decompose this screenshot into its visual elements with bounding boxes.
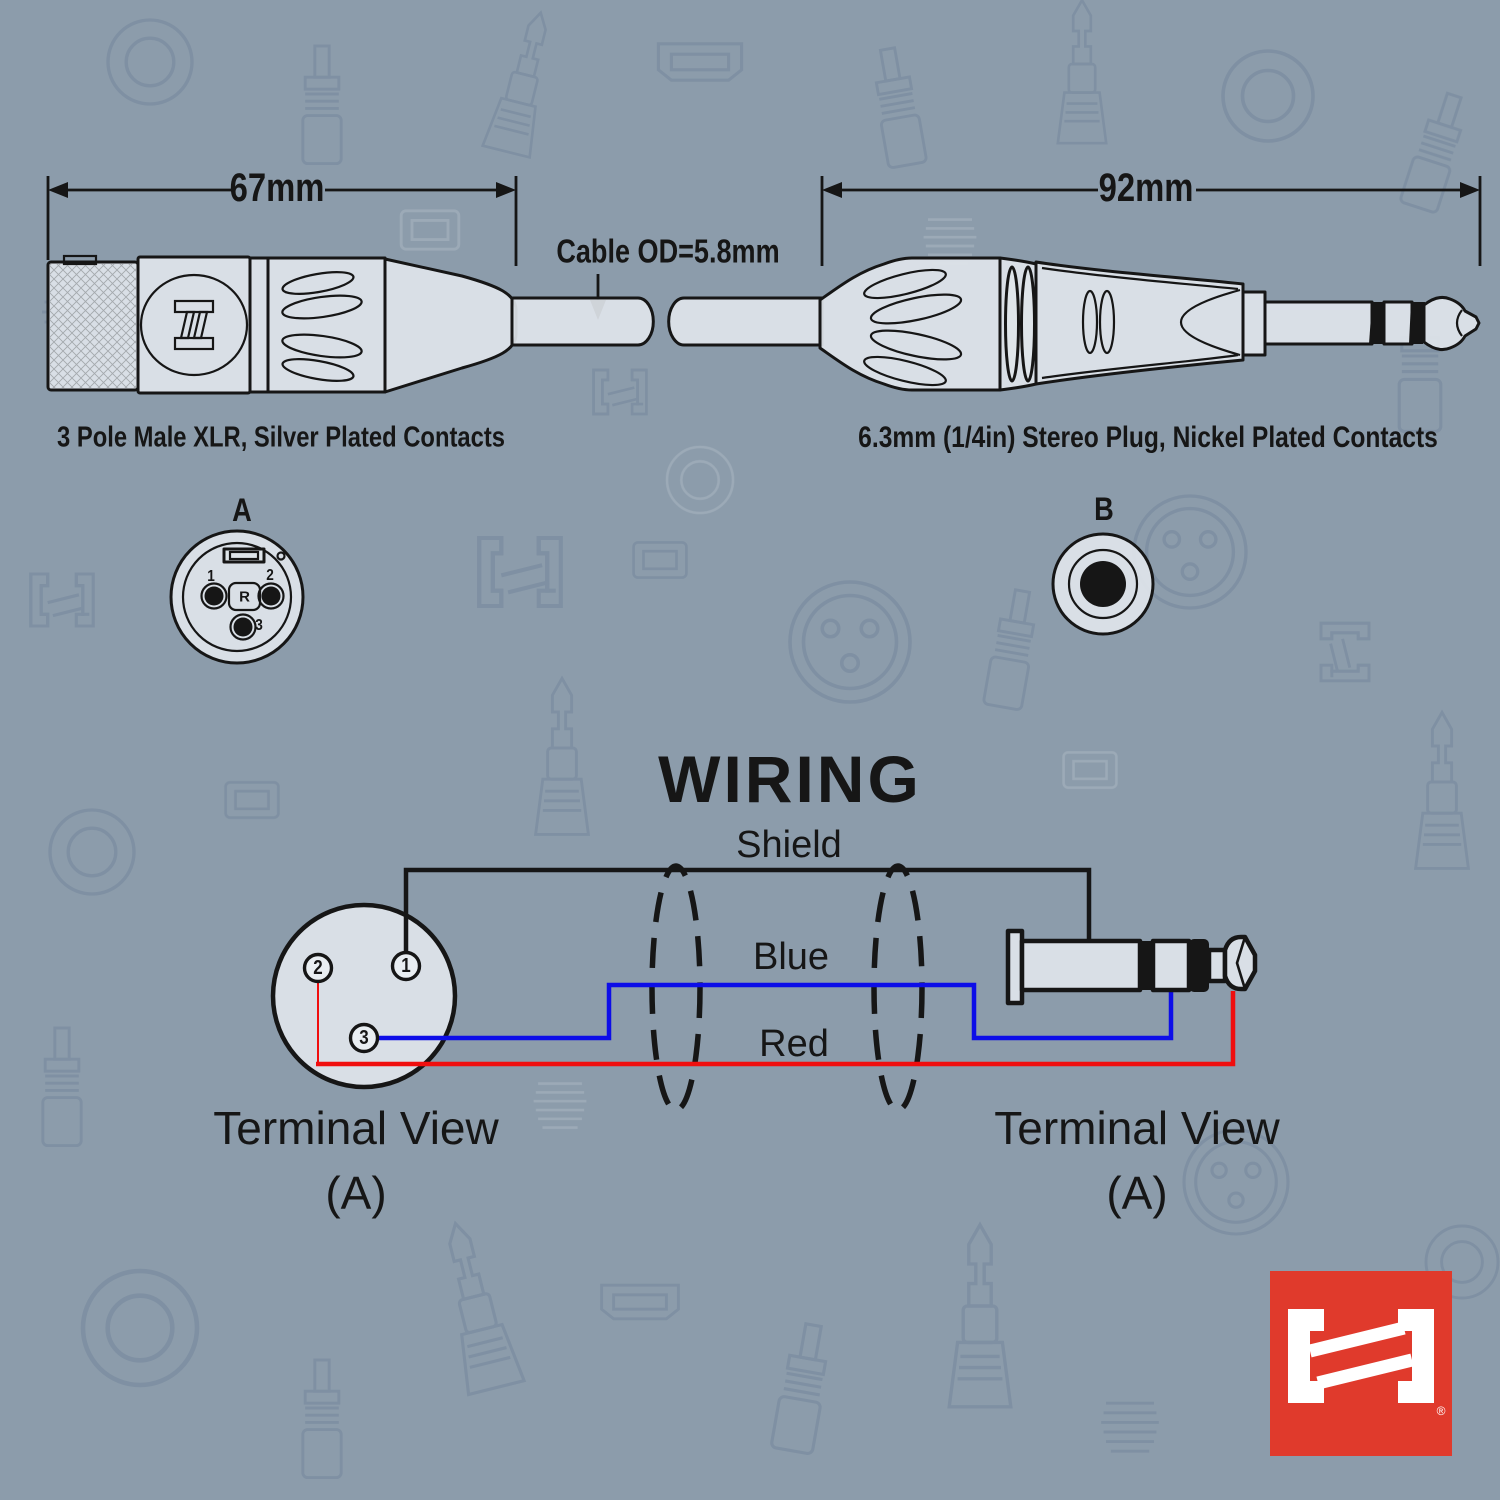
dimension-92mm (820, 176, 1482, 266)
xlr-caption: 3 Pole Male XLR, Silver Plated Contacts (56, 421, 506, 454)
xlr-connector-drawing (46, 254, 518, 395)
blue-wire-label: Blue (752, 936, 830, 978)
xlr-pin2-contact (261, 586, 281, 606)
plug-face-view (1051, 532, 1155, 636)
view-a-pin3-number: 3 (255, 617, 263, 634)
wiring-xlr-terminal (270, 902, 458, 1090)
dimension-67mm (46, 176, 518, 266)
registered-trademark: ® (1436, 1404, 1446, 1418)
cable-cross-section-left (649, 863, 703, 1113)
plug-length-label: 92mm (1098, 166, 1194, 210)
shield-wire-label: Shield (736, 824, 842, 866)
background-pattern (29, 0, 1500, 1480)
left-terminal-sub: (A) (325, 1167, 387, 1219)
blue-wire (378, 982, 1174, 1041)
xlr-pin3-contact (233, 617, 253, 637)
wiring-pin3 (348, 1022, 380, 1054)
xlr-center-mark: R (239, 588, 250, 606)
xlr-face-view (169, 529, 305, 665)
view-a-label: A (232, 492, 252, 528)
shield-wire (403, 867, 1092, 954)
cable-od-label: Cable OD=5.8mm (556, 232, 780, 270)
wiring-pin2 (302, 952, 334, 984)
hosa-logo (1270, 1271, 1452, 1456)
view-a-pin1-number: 1 (207, 568, 215, 585)
wiring-pin2-number: 2 (313, 957, 323, 979)
cable-drawing (510, 296, 824, 347)
right-terminal-sub: (A) (1106, 1167, 1168, 1219)
view-a-pin2-number: 2 (266, 567, 274, 584)
wiring-pin1 (390, 950, 422, 982)
red-wire (316, 991, 1236, 1067)
wiring-pin1-number: 1 (401, 955, 411, 977)
xlr-pin1-contact (204, 586, 224, 606)
view-b-label: B (1094, 491, 1114, 527)
wiring-plug-terminal (1005, 928, 1258, 1006)
xlr-length-label: 67mm (229, 166, 325, 210)
right-terminal-title: Terminal View (994, 1102, 1280, 1154)
wiring-title: WIRING (658, 742, 922, 816)
wiring-diagram (270, 863, 1258, 1113)
wiring-pin3-number: 3 (359, 1027, 369, 1049)
hosa-mark-on-barrel (173, 299, 215, 351)
plug-caption: 6.3mm (1/4in) Stereo Plug, Nickel Plated… (858, 421, 1438, 454)
left-terminal-title: Terminal View (213, 1102, 499, 1154)
stereo-plug-drawing (818, 256, 1481, 392)
red-wire-label: Red (759, 1023, 829, 1065)
cable-cross-section-right (871, 863, 925, 1113)
